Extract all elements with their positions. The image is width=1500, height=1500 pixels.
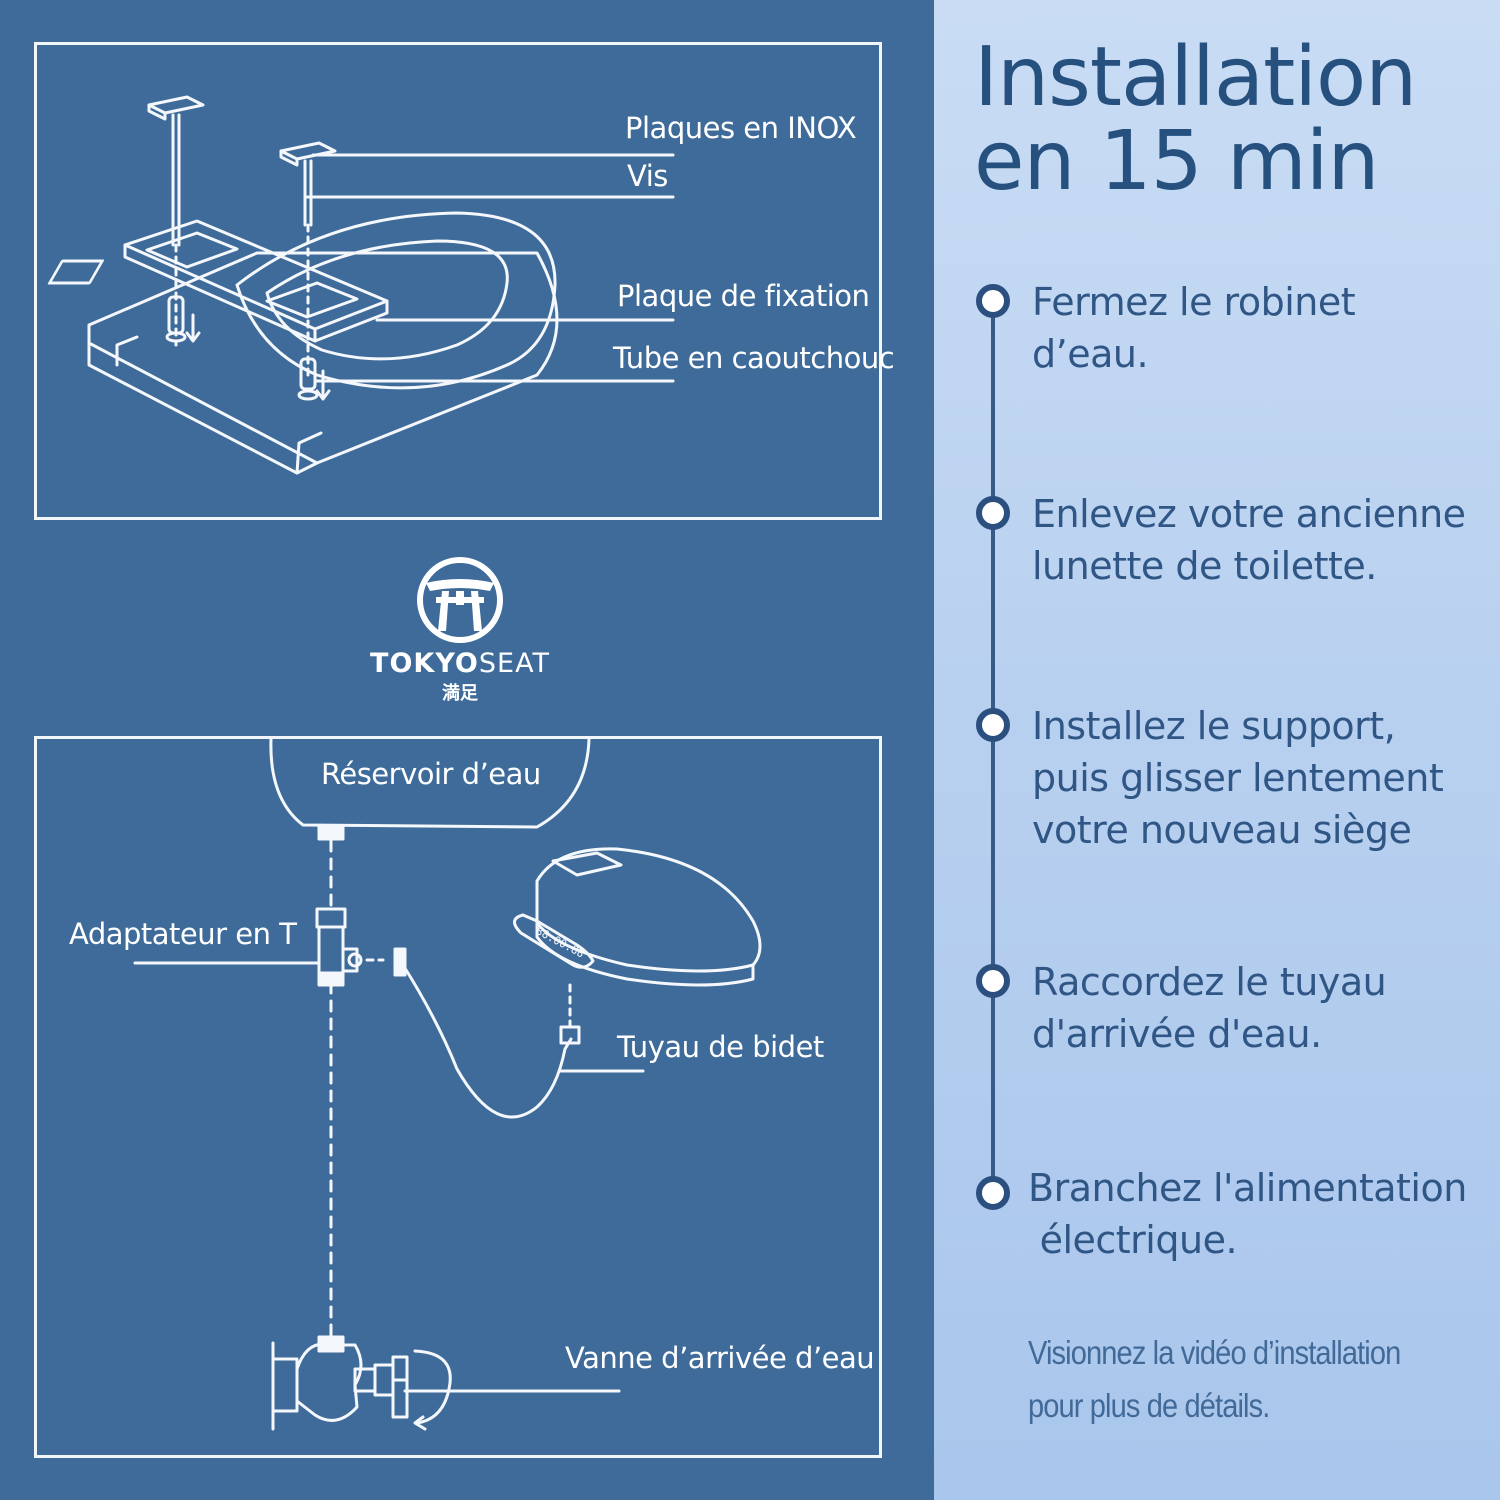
label-plaque-fixation: Plaque de fixation — [617, 279, 870, 313]
logo-brand-bold: TOKYO — [370, 648, 479, 679]
step-5-line-1: Branchez l'alimentation — [1028, 1166, 1467, 1210]
video-note: Visionnez la vidéo d’installation pour p… — [1028, 1326, 1433, 1432]
label-vanne: Vanne d’arrivée d’eau — [565, 1341, 875, 1375]
timeline-line — [991, 300, 995, 1193]
step-1-line-2: d’eau. — [1032, 332, 1149, 376]
mounting-diagram — [47, 95, 675, 475]
t-adapter-body — [317, 925, 345, 975]
seat-ring-inner — [265, 239, 509, 361]
tokyoseat-logo: TOKYOSEAT 満足 — [360, 555, 560, 705]
valve-turn-arrow — [413, 1349, 452, 1425]
video-note-line-1: Visionnez la vidéo d’installation — [1028, 1334, 1401, 1371]
label-tuyau-bidet: Tuyau de bidet — [617, 1030, 824, 1064]
seat-ring-outer — [235, 211, 557, 390]
step-3-text: Installez le support, puis glisser lente… — [1032, 700, 1492, 856]
step-2-line-1: Enlevez votre ancienne — [1032, 492, 1466, 536]
step-3-line-2: puis glisser lentement — [1032, 756, 1444, 800]
bidet-control-panel — [513, 913, 595, 969]
step-1-line-1: Fermez le robinet — [1032, 280, 1356, 324]
step-3-line-3: votre nouveau siège — [1032, 808, 1412, 852]
step-5-line-2: électrique. — [1028, 1218, 1238, 1262]
installation-steps-panel: Installation en 15 min Fermez le robinet… — [934, 0, 1500, 1500]
step-5-marker — [976, 1176, 1010, 1210]
hose-connector — [393, 947, 407, 977]
tank-outlet — [317, 825, 345, 841]
toilet-base-edge — [87, 341, 319, 475]
step-3-marker — [976, 708, 1010, 742]
step-2-line-2: lunette de toilette. — [1032, 544, 1377, 588]
title-line-2: en 15 min — [974, 114, 1380, 209]
label-tube-caoutchouc: Tube en caoutchouc — [613, 341, 895, 375]
t-adapter-top-nut — [315, 907, 347, 929]
installation-title: Installation en 15 min — [974, 30, 1417, 209]
bidet-hinge-cover — [551, 851, 623, 877]
step-4-line-2: d'arrivée d'eau. — [1032, 1012, 1322, 1056]
inox-plate-2 — [279, 141, 337, 161]
logo-wordmark: TOKYOSEAT — [360, 648, 560, 679]
torii-logo-icon — [417, 557, 503, 643]
step-3-line-1: Installez le support, — [1032, 704, 1396, 748]
label-vis: Vis — [627, 159, 668, 193]
label-reservoir: Réservoir d’eau — [321, 757, 541, 791]
step-2-marker — [976, 496, 1010, 530]
title-line-1: Installation — [974, 30, 1417, 125]
step-1-marker — [976, 284, 1010, 318]
logo-brand-light: SEAT — [478, 648, 550, 679]
step-4-marker — [976, 964, 1010, 998]
step-5-text: Branchez l'alimentation électrique. — [1028, 1162, 1488, 1266]
bidet-seat-lid — [535, 847, 762, 973]
toilet-base-shape — [87, 251, 559, 465]
label-adaptateur: Adaptateur en T — [69, 917, 297, 951]
rubber-tube-2 — [299, 357, 317, 391]
logo-kanji: 満足 — [442, 683, 478, 704]
step-4-line-1: Raccordez le tuyau — [1032, 960, 1387, 1004]
label-plaques-inox: Plaques en INOX — [625, 111, 857, 145]
water-connection-frame: 88:00.88 Réservoir d’eau Adaptateur en T… — [34, 736, 882, 1458]
step-1-text: Fermez le robinet d’eau. — [1032, 276, 1492, 380]
valve-body — [295, 1342, 363, 1422]
bidet-hose — [401, 963, 573, 1119]
valve-handle — [391, 1355, 409, 1419]
mounting-diagram-frame: Plaques en INOX Vis Plaque de fixation T… — [34, 42, 895, 520]
plate-slot-1 — [47, 259, 105, 285]
video-note-line-2: pour plus de détails. — [1028, 1387, 1270, 1424]
diagram-panel: Plaques en INOX Vis Plaque de fixation T… — [0, 0, 934, 1500]
inox-plate-1 — [147, 95, 205, 115]
step-4-text: Raccordez le tuyau d'arrivée d'eau. — [1032, 956, 1492, 1060]
water-connection-diagram: 88:00.88 — [133, 739, 762, 1431]
water-tank-outline — [269, 739, 591, 829]
step-2-text: Enlevez votre ancienne lunette de toilet… — [1032, 488, 1492, 592]
